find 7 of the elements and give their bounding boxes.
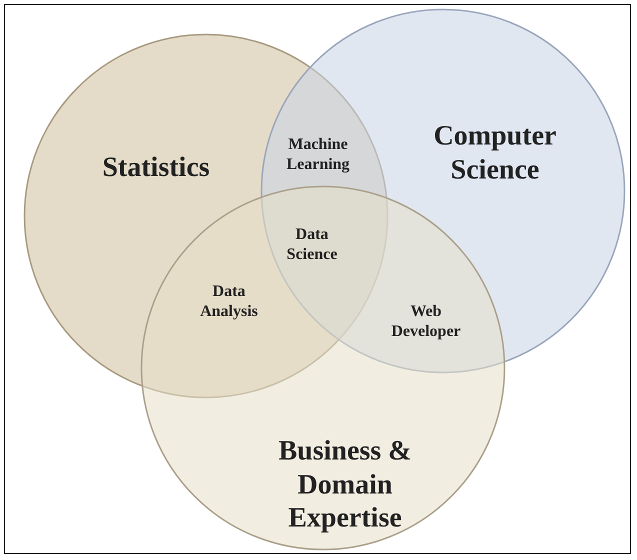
circle-label: Business & Domain Expertise <box>277 434 413 536</box>
region-label: Data Analysis <box>199 282 259 322</box>
region-label: Web Developer <box>390 302 462 342</box>
circle-label: Statistics <box>101 151 211 185</box>
region-label: Machine Learning <box>285 135 351 175</box>
circle-label: Computer Science <box>432 119 558 187</box>
region-label: Data Science <box>286 225 338 265</box>
